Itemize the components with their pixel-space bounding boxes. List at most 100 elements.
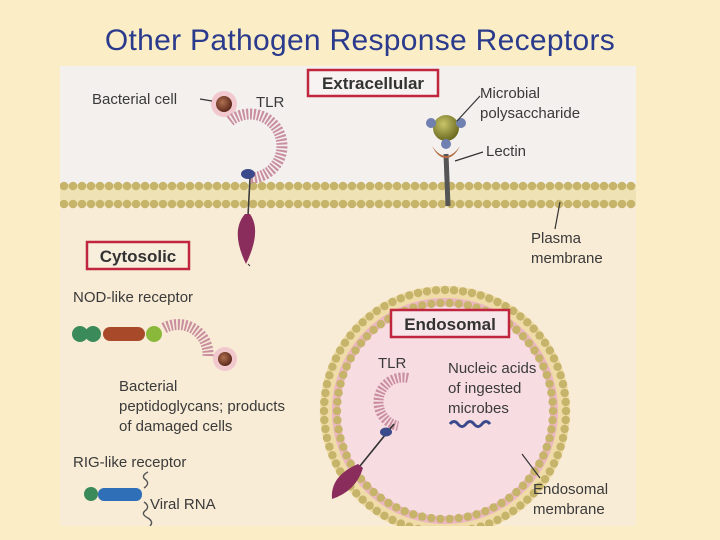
membrane-bead [518,199,528,209]
endosome-membrane-bead [539,362,548,371]
membrane-bead [500,199,510,209]
endosome-membrane-bead [493,515,502,525]
endosome-membrane-bead [560,424,569,434]
endosome-membrane-bead [509,506,518,516]
microbial-label-1: Microbial [480,85,540,102]
membrane-bead [68,181,78,191]
endosome-membrane-bead [372,306,381,316]
endosome-membrane-bead [524,339,534,348]
membrane-bead [590,199,600,209]
membrane-bead [266,199,276,209]
endosome-membrane-bead [468,524,475,526]
membrane-bead [437,181,447,191]
endosome-membrane-bead [369,325,378,335]
endosome-membrane-bead [529,324,538,333]
membrane-bead [320,181,330,191]
bacterial-products-label-2: peptidoglycans; products [119,398,285,415]
rig-like-label: RIG-like receptor [73,454,186,471]
endosome-membrane-bead [548,397,557,406]
endosome-membrane-bead [388,297,397,307]
endosome-membrane-bead [539,451,548,460]
membrane-bead [176,181,186,191]
membrane-bead [203,199,213,209]
endosomal-label: Endosomal [404,315,496,334]
membrane-bead [401,181,411,191]
endosome-membrane-bead [553,451,562,460]
endosome-membrane-bead [319,406,329,416]
membrane-bead [194,199,204,209]
membrane-bead [221,181,231,191]
endosome-membrane-bead [529,489,538,498]
endosome-membrane-bead [325,371,334,380]
endosome-membrane-bead [516,501,525,510]
plasma-membrane-label-2: membrane [531,250,603,267]
endosome-membrane-bead [334,388,343,397]
membrane-bead [437,199,447,209]
membrane-bead [230,181,240,191]
microbial-polysaccharide-icon [433,115,459,141]
endosome-membrane-bead [415,524,422,526]
membrane-bead [428,199,438,209]
endosome-membrane-bead [321,424,330,434]
endosome-membrane-bead [340,338,350,347]
endosome-membrane-bead [505,493,514,502]
endosome-membrane-bead [320,415,329,425]
tlr-tir-anchor [241,169,255,179]
membrane-bead [86,181,96,191]
membrane-bead [410,199,420,209]
endosome-membrane-bead [376,493,385,502]
endosome-membrane-bead [560,388,569,398]
endosome-membrane-bead [409,510,418,519]
membrane-bead [563,199,573,209]
membrane-bead [230,199,240,209]
membrane-bead [365,199,375,209]
endosome-membrane-bead [427,513,436,523]
endosome-membrane-bead [339,370,348,380]
bacterial-cell-label: Bacterial cell [92,91,177,108]
endosome-membrane-bead [463,301,472,310]
plasma-membrane [60,181,636,209]
endosome-membrane-bead [449,286,459,295]
endosome-membrane-bead [493,297,502,307]
membrane-bead [338,181,348,191]
membrane-bead [392,199,402,209]
membrane-bead [167,199,177,209]
membrane-bead [329,181,339,191]
endosome-membrane-bead [547,388,556,397]
endosome-membrane-bead [454,299,463,309]
endosome-membrane-bead [331,459,341,468]
endosome-membrane-bead [561,415,570,425]
membrane-bead [212,181,222,191]
membrane-bead [302,199,312,209]
membrane-bead [455,181,465,191]
endosome-membrane-bead [405,291,414,300]
extracellular-label: Extracellular [322,74,424,93]
membrane-bead [482,199,492,209]
membrane-bead [617,181,627,191]
endosome-membrane-bead [558,379,568,389]
endosome-membrane-bead [322,379,332,389]
endosome-membrane-bead [346,354,355,363]
membrane-bead [212,199,222,209]
membrane-bead [527,181,537,191]
surface-tlr [211,91,288,267]
membrane-bead [518,181,528,191]
endosome-membrane-bead [545,434,554,443]
membrane-bead [572,199,582,209]
endosome-membrane-bead [497,498,506,508]
membrane-bead [482,181,492,191]
membrane-bead [122,181,132,191]
membrane-bead [608,181,618,191]
endosomal-box: Endosomal [389,308,511,339]
endosome-membrane-bead [481,507,490,516]
membrane-bead [545,199,555,209]
endosome-membrane-bead [556,442,565,451]
membrane-bead [248,199,258,209]
tlr-endosomal-label: TLR [378,355,407,372]
membrane-bead [473,181,483,191]
membrane-bead [500,181,510,191]
endosome-membrane-bead [396,294,405,303]
endosome-membrane-bead [556,371,565,380]
membrane-bead [455,199,465,209]
endosome-membrane-bead [548,416,557,425]
